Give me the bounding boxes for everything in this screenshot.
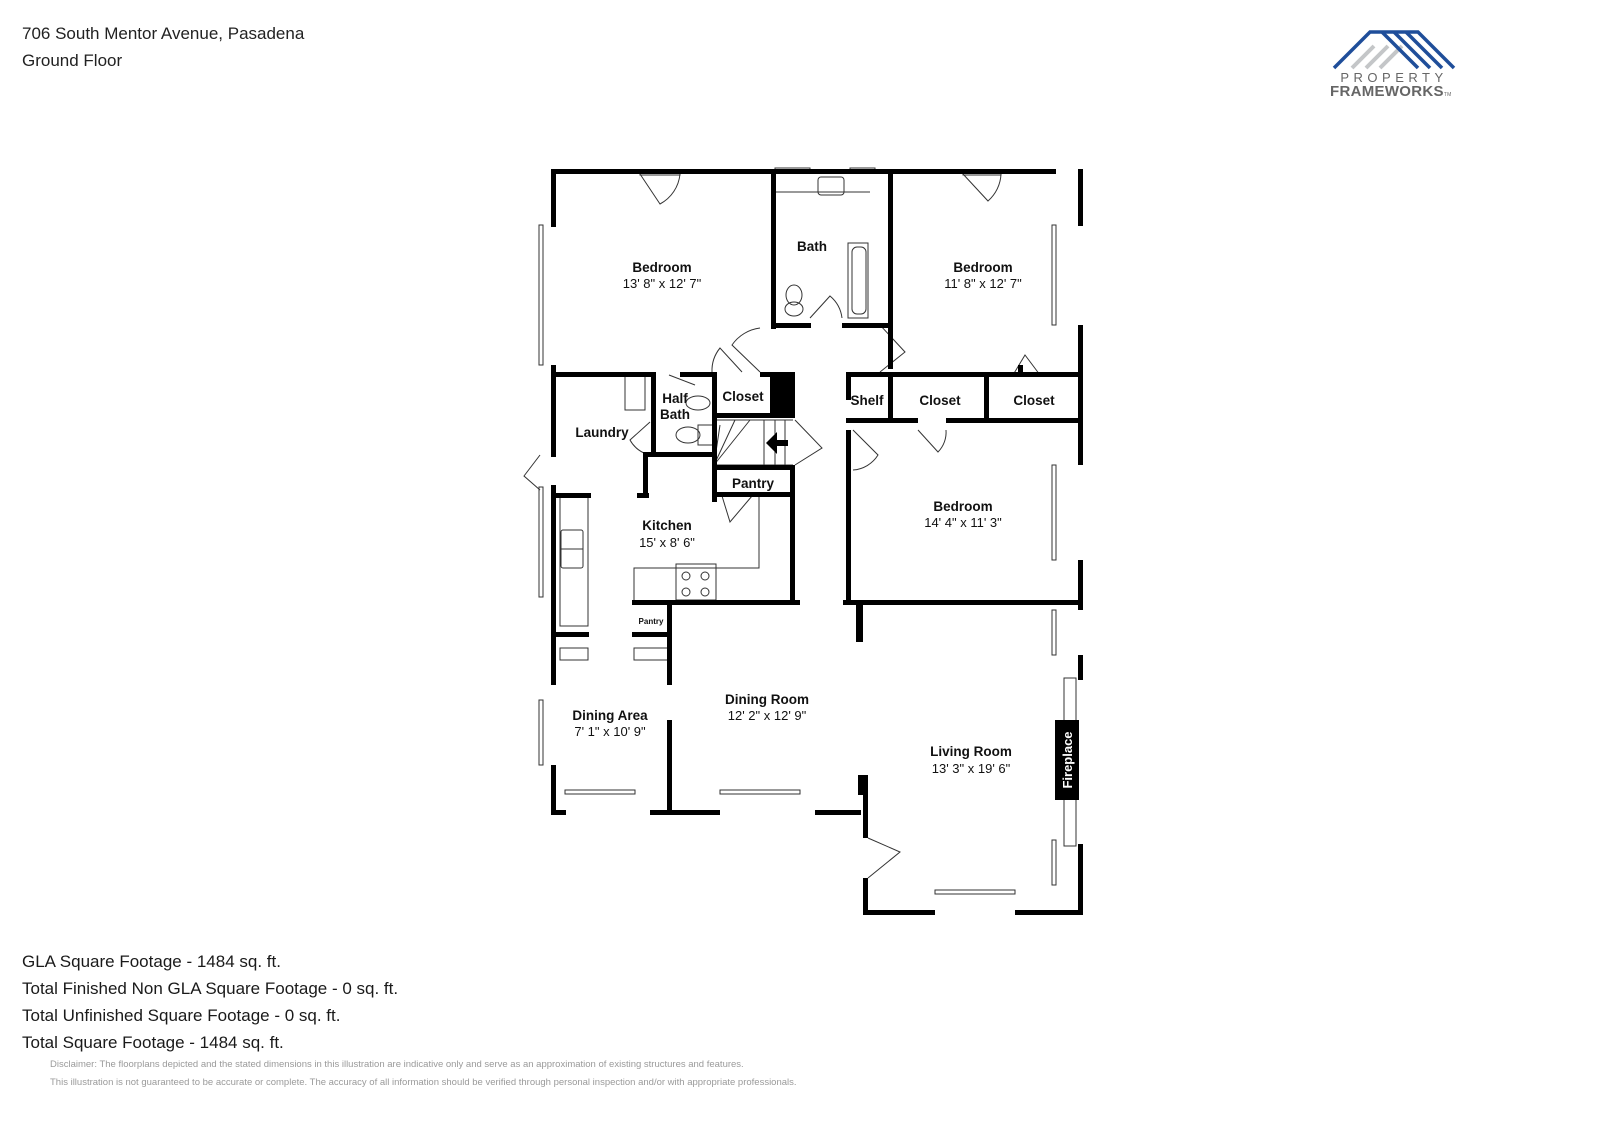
stair-arrow-icon <box>766 432 788 454</box>
room-labels: Bedroom 13' 8" x 12' 7" Bath Bedroom 11'… <box>572 239 1075 789</box>
unfinished-footage: Total Unfinished Square Footage - 0 sq. … <box>22 1006 341 1025</box>
disclaimer-line-1: Disclaimer: The floorplans depicted and … <box>50 1059 744 1070</box>
room-dims: 14' 4" x 11' 3" <box>924 515 1002 530</box>
room-name: Pantry <box>639 617 664 626</box>
room-name: Kitchen <box>642 518 692 533</box>
property-address: 706 South Mentor Avenue, Pasadena <box>22 24 305 43</box>
total-footage: Total Square Footage - 1484 sq. ft. <box>22 1033 284 1052</box>
room-name: Bedroom <box>933 499 992 514</box>
room-dims: 12' 2" x 12' 9" <box>728 708 807 723</box>
room-name: Bath <box>797 239 827 254</box>
room-dims: 11' 8" x 12' 7" <box>944 276 1022 291</box>
room-name: Closet <box>722 389 764 404</box>
room-name: Shelf <box>850 393 884 408</box>
room-name: Pantry <box>732 476 775 491</box>
room-dims: 15' x 8' 6" <box>639 535 695 550</box>
finished-non-gla-footage: Total Finished Non GLA Square Footage - … <box>22 979 399 998</box>
gla-footage: GLA Square Footage - 1484 sq. ft. <box>22 952 281 971</box>
room-dims: 13' 8" x 12' 7" <box>623 276 702 291</box>
room-name: Living Room <box>930 744 1012 759</box>
roof-logo-icon <box>1332 30 1456 70</box>
room-name: Closet <box>1013 393 1055 408</box>
room-name: Bedroom <box>632 260 691 275</box>
room-name: Closet <box>919 393 961 408</box>
square-footage-summary: GLA Square Footage - 1484 sq. ft. Total … <box>22 952 398 1060</box>
room-name: Dining Room <box>725 692 809 707</box>
disclaimer-line-2: This illustration is not guaranteed to b… <box>50 1077 797 1088</box>
room-dims: 7' 1" x 10' 9" <box>574 724 646 739</box>
room-name: Dining Area <box>572 708 648 723</box>
room-name: Laundry <box>575 425 629 440</box>
property-frameworks-logo: PROPERTY FRAMEWORKSTM <box>1330 28 1470 108</box>
walls <box>551 169 1083 915</box>
floor-label: Ground Floor <box>22 51 123 70</box>
room-name: Bath <box>660 407 690 422</box>
room-name: Bedroom <box>953 260 1012 275</box>
logo-line2: FRAMEWORKSTM <box>1330 83 1452 100</box>
room-dims: 13' 3" x 19' 6" <box>932 761 1011 776</box>
fireplace-label: Fireplace <box>1060 731 1075 788</box>
logo-line1: PROPERTY <box>1340 70 1448 85</box>
room-name: Half <box>662 391 688 406</box>
